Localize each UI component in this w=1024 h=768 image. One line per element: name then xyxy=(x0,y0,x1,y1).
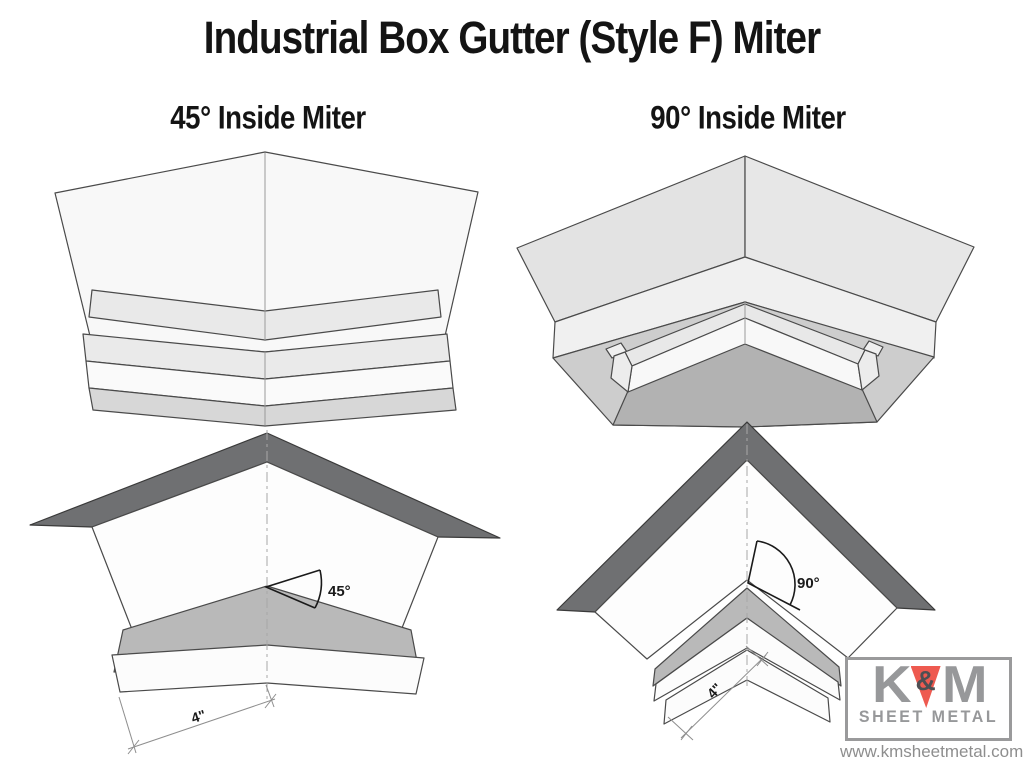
miter90-iso-rail-cap-right xyxy=(857,349,880,391)
logo-letter-k: K xyxy=(872,656,911,714)
figure-45-isometric xyxy=(54,151,479,427)
miter90-angle-label: 90° xyxy=(797,575,820,592)
miter45-angle-label: 45° xyxy=(328,583,351,600)
miter45-dim-line xyxy=(127,698,276,750)
miter90-iso-rail-cap-left xyxy=(610,351,633,393)
figure-45-plan: 45° 4" xyxy=(29,430,501,755)
logo-company-name: SHEET METAL xyxy=(858,708,999,727)
page-title: Industrial Box Gutter (Style F) Miter xyxy=(203,12,821,63)
miter45-ext-left xyxy=(118,696,137,754)
heading-45-inside-miter: 45° Inside Miter xyxy=(170,100,366,137)
logo-website: www.kmsheetmetal.com xyxy=(840,742,1024,761)
logo-km-letters: K & M xyxy=(872,657,987,713)
miter45-ext-right xyxy=(265,684,275,708)
miter90-angle-arc xyxy=(756,540,796,606)
logo-ampersand: & xyxy=(915,664,936,696)
miter45-dim-label: 4" xyxy=(189,706,208,726)
miter45-angle-rays xyxy=(263,569,321,609)
logo-ampersand-mark: & xyxy=(908,657,944,709)
figure-90-isometric xyxy=(516,155,975,428)
miter90-angle-rays xyxy=(747,540,801,611)
miter90-tick-left xyxy=(680,725,693,741)
miter45-angle-arc xyxy=(314,569,323,609)
miter90-tick-right xyxy=(756,651,769,667)
heading-90-inside-miter: 90° Inside Miter xyxy=(650,100,846,137)
miter90-ext-right xyxy=(745,645,769,667)
miter90-ext-left xyxy=(667,716,694,741)
km-sheet-metal-logo: K & M SHEET METAL xyxy=(845,657,1012,741)
miter45-tick-right xyxy=(264,693,277,709)
miter45-tick-left xyxy=(127,739,140,755)
logo-letter-m: M xyxy=(941,656,988,714)
miter90-dim-line xyxy=(680,654,767,739)
